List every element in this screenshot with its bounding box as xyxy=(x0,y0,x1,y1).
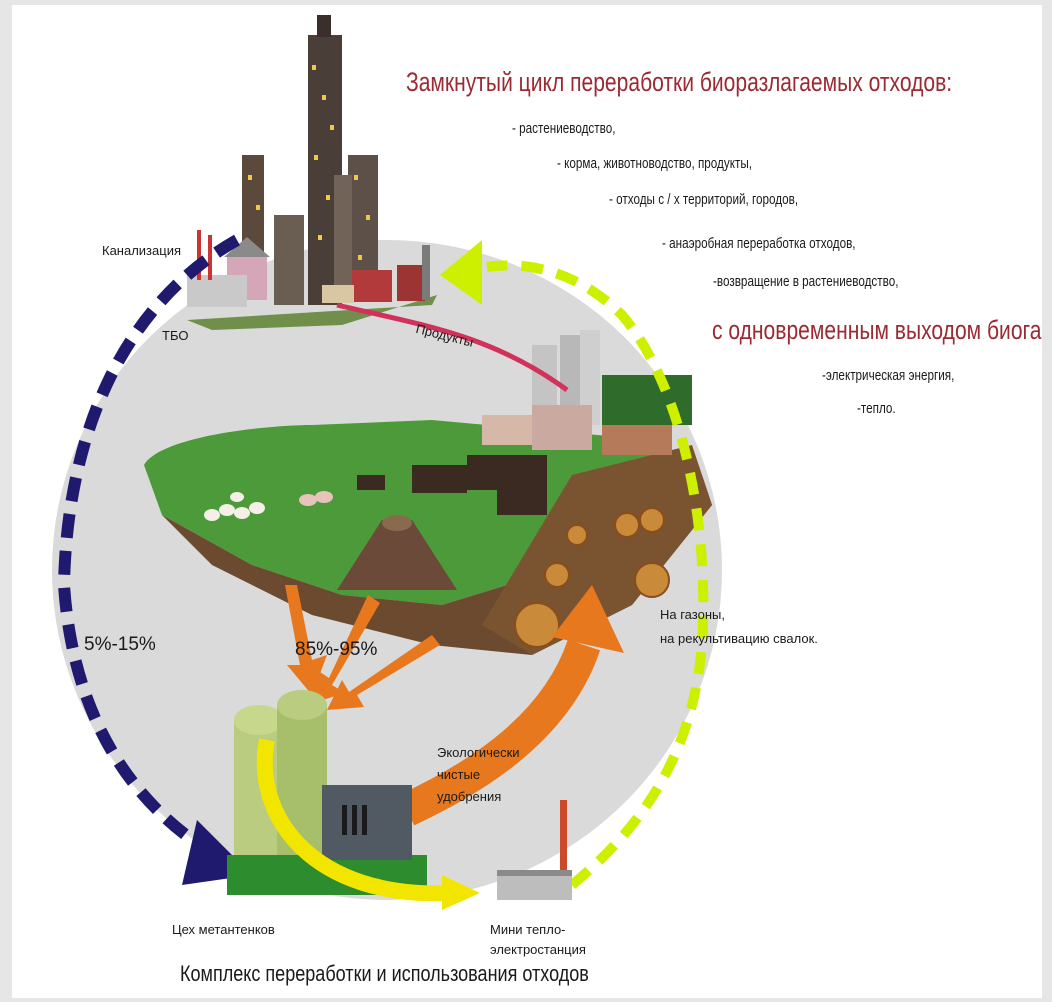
right-dashed-arrow xyxy=(486,260,709,889)
lawns-label: На газоны, xyxy=(660,607,725,622)
chp-label: Мини тепло- xyxy=(490,922,566,937)
fertilizer-arrow xyxy=(399,639,601,826)
percent-low-label: 5%-15% xyxy=(84,634,156,655)
output-item: -тепло. xyxy=(857,400,896,417)
footer-caption: Комплекс переработки и использования отх… xyxy=(180,961,589,986)
digester-label: Цех метантенков xyxy=(172,922,275,937)
lawns-label: на рекультивацию свалок. xyxy=(660,631,818,646)
list-item: - корма, животноводство, продукты, xyxy=(557,155,752,172)
eco-fertilizer-label: удобрения xyxy=(437,789,502,804)
chp-label: электростанция xyxy=(490,942,586,957)
eco-fertilizer-label: чистые xyxy=(437,767,481,782)
compost-arrows xyxy=(285,585,440,710)
solid-waste-label: ТБО xyxy=(162,328,189,343)
chp-illustration xyxy=(497,800,572,900)
list-item: -возвращение в растениеводство, xyxy=(713,273,899,290)
output-item: -электрическая энергия, xyxy=(822,367,955,384)
right-arrow-head xyxy=(440,240,482,305)
cycle-diagram xyxy=(52,15,722,910)
products-arrow xyxy=(336,302,569,393)
percent-high-label: 85%-95% xyxy=(295,639,378,660)
list-item: - анаэробная переработка отходов, xyxy=(662,235,856,252)
list-item: - растениеводство, xyxy=(512,120,616,137)
eco-fertilizer-label: Экологически xyxy=(437,745,520,760)
subtitle: с одновременным выходом биогаза: xyxy=(712,315,1042,345)
energy-arrow xyxy=(256,738,453,902)
city-illustration xyxy=(187,15,437,330)
slide: Замкнутый цикл переработки биоразлагаемы… xyxy=(12,5,1042,998)
sewage-label: Канализация xyxy=(102,243,181,258)
list-item: - отходы с / х территорий, городов, xyxy=(609,191,799,208)
main-title: Замкнутый цикл переработки биоразлагаемы… xyxy=(406,67,953,97)
left-dashed-arrow xyxy=(57,234,240,856)
